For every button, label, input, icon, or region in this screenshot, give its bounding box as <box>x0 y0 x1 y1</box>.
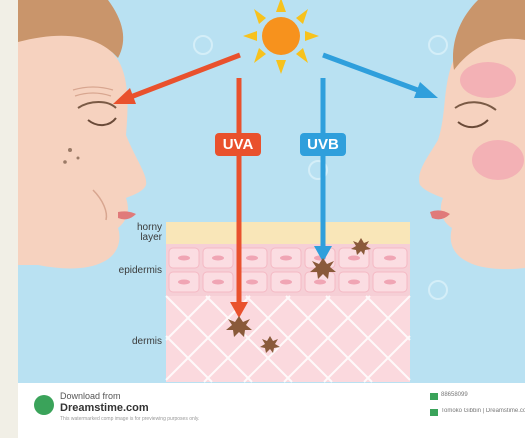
infographic: UVA UVB horny layer epidermis dermis Dow… <box>18 0 525 438</box>
skin-cross-section <box>166 222 410 382</box>
epidermis-label: epidermis <box>98 265 162 276</box>
image-id-icon <box>430 393 438 400</box>
download-from-text: Download from <box>60 391 121 401</box>
horny-layer-label: horny layer <box>114 223 162 243</box>
cheek-redness <box>472 140 524 180</box>
uva-label: UVA <box>215 133 261 156</box>
dermis-label: dermis <box>114 336 162 347</box>
uvb-label: UVB <box>300 133 346 156</box>
horny-layer <box>166 222 410 244</box>
dreamstime-logo-icon <box>34 395 54 415</box>
credit: Tomoko Gibbin | Dreamstime.com <box>441 408 525 414</box>
forehead-redness <box>460 62 516 98</box>
credit-icon <box>430 409 438 416</box>
uv-skin-diagram <box>18 0 525 438</box>
watermark-footer: Download from Dreamstime.com This waterm… <box>18 383 525 438</box>
fine-print: This watermarked comp image is for previ… <box>60 416 199 422</box>
image-id: 88658099 <box>441 392 468 398</box>
site-name[interactable]: Dreamstime.com <box>60 402 149 414</box>
